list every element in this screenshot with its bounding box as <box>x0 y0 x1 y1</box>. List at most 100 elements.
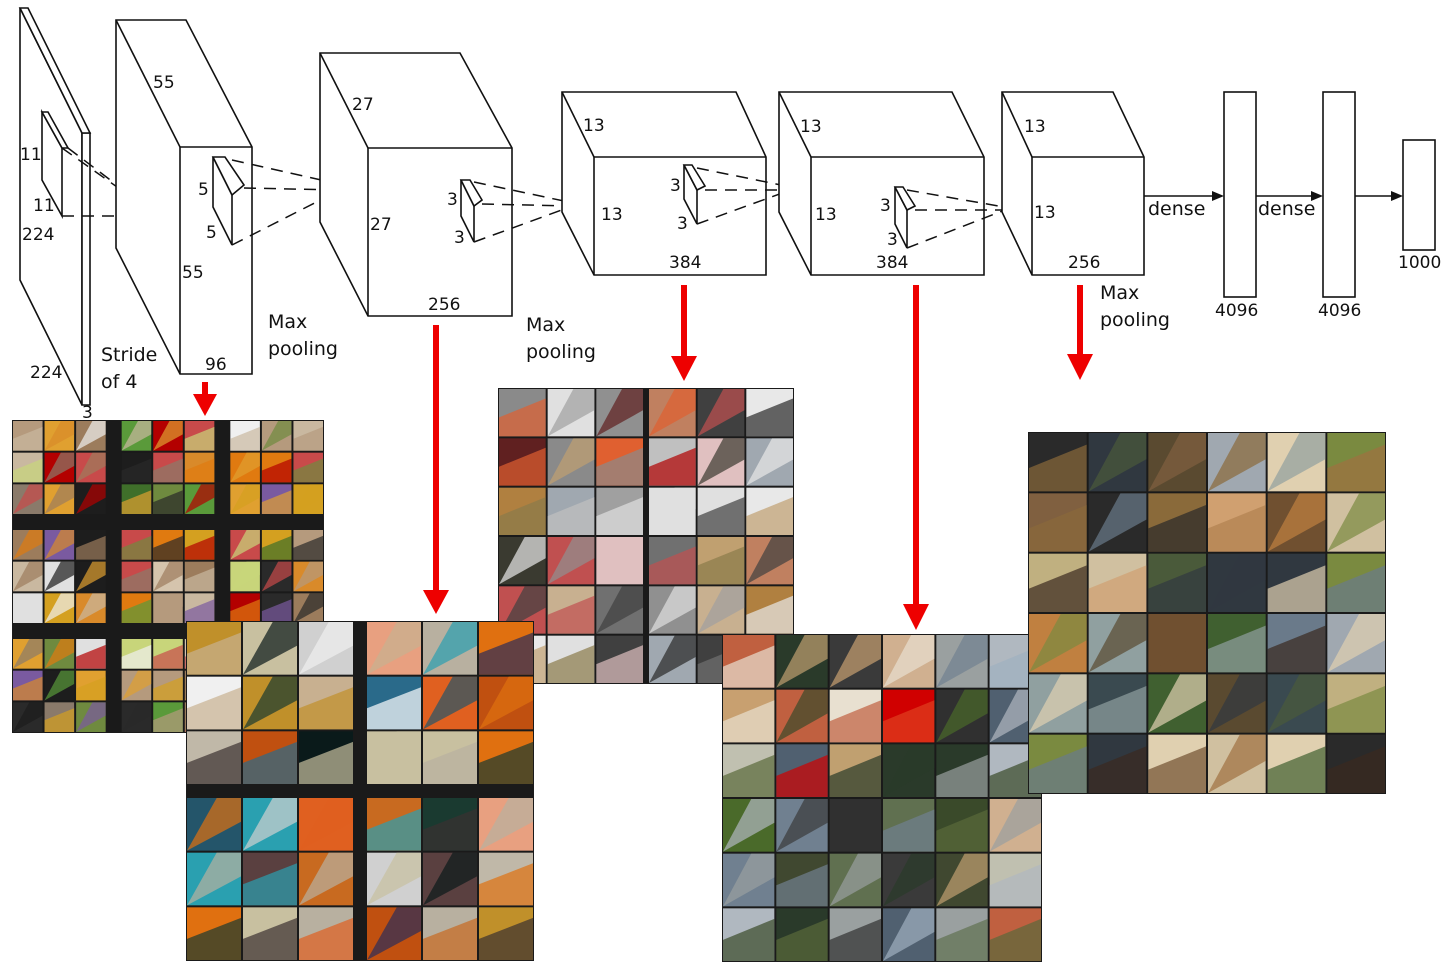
pool2-label-line1: Max <box>526 314 565 336</box>
dense2-label: dense <box>1258 198 1315 220</box>
patch-texture <box>76 535 106 560</box>
patch-texture <box>723 645 775 688</box>
patch-texture <box>1148 433 1206 492</box>
patch-texture <box>1029 505 1087 552</box>
patch-texture <box>547 389 595 437</box>
patch-texture <box>1029 614 1087 673</box>
patch-texture <box>153 490 183 514</box>
conv1-height-label: 55 <box>153 73 175 93</box>
conv3-width-label: 13 <box>601 205 623 225</box>
patch-texture <box>746 497 793 535</box>
red-arrow-conv2 <box>423 325 449 614</box>
patch-texture <box>776 799 828 852</box>
dense2-arrowhead <box>1311 191 1323 201</box>
patch-texture <box>76 676 106 701</box>
patch-texture <box>13 561 43 592</box>
patch-texture <box>293 535 323 560</box>
patch-texture <box>299 687 353 730</box>
patch-texture <box>547 537 595 585</box>
patch-texture <box>184 567 215 592</box>
patch-texture <box>76 702 106 732</box>
patch-texture <box>746 595 793 634</box>
patch-texture <box>649 635 696 683</box>
patch-texture <box>1208 625 1266 673</box>
output-layer <box>1402 139 1436 251</box>
patch-texture <box>44 561 75 592</box>
patch-texture <box>1208 734 1266 793</box>
patch-texture <box>829 799 881 852</box>
patch-texture <box>1208 433 1266 492</box>
red-arrow-conv1 <box>193 382 217 416</box>
input-kernel-height: 11 <box>20 145 42 165</box>
stride-label-line1: Stride <box>101 344 157 366</box>
patch-texture <box>243 917 297 960</box>
patch-texture <box>184 599 215 623</box>
layer3-patches <box>498 388 794 684</box>
patch-texture <box>829 853 881 907</box>
patch-texture <box>1029 674 1087 733</box>
patch-texture <box>44 530 75 560</box>
patch-texture <box>1327 493 1385 552</box>
patch-texture <box>829 918 881 961</box>
layer1-patches <box>12 420 324 733</box>
dense1-arrowhead <box>1212 191 1224 201</box>
patch-texture <box>367 622 421 675</box>
layer4-patches-background <box>722 634 1042 962</box>
patch-texture <box>293 561 323 592</box>
patch-texture <box>153 421 183 451</box>
patch-texture <box>697 438 745 486</box>
conv4-width-label: 13 <box>815 205 837 225</box>
patch-texture <box>596 497 643 535</box>
patch-texture <box>261 421 292 451</box>
patch-texture <box>293 593 323 623</box>
patch-texture <box>1088 746 1147 793</box>
patch-texture <box>697 546 745 585</box>
conv4-height-label: 13 <box>800 117 822 137</box>
red-arrow-conv5 <box>1067 285 1093 380</box>
patch-texture <box>936 754 988 797</box>
patch-texture <box>423 917 477 960</box>
patch-texture <box>121 599 152 623</box>
patch-texture <box>479 676 533 730</box>
patch-texture <box>1088 614 1147 673</box>
patch-texture <box>367 808 421 851</box>
patch-texture <box>883 908 935 961</box>
patch-texture <box>1148 674 1206 733</box>
patch-texture <box>76 561 106 592</box>
patch-texture <box>423 676 477 730</box>
patch-texture <box>723 853 775 907</box>
patch-texture <box>1208 505 1266 552</box>
conv2-volume <box>319 52 579 317</box>
patch-texture <box>829 700 881 743</box>
conv5-height-label: 13 <box>1024 117 1046 137</box>
conv3-kernel-width: 3 <box>677 214 688 234</box>
patch-texture <box>723 700 775 743</box>
patch-texture <box>121 490 152 514</box>
patch-texture <box>776 689 828 743</box>
patch-texture <box>1267 625 1326 673</box>
patch-texture <box>1208 674 1266 733</box>
patch-texture <box>883 809 935 852</box>
conv3-kernel-height: 3 <box>670 176 681 196</box>
patch-texture <box>299 741 353 784</box>
patch-texture <box>293 426 323 451</box>
patch-texture <box>13 530 43 560</box>
conv4-kernel-width: 3 <box>887 230 898 250</box>
patch-texture <box>1029 746 1087 793</box>
fc2-layer <box>1322 91 1356 298</box>
layer4-patches <box>722 634 1042 962</box>
conv1-kernel-width: 5 <box>206 223 217 243</box>
red-arrow-conv4 <box>903 285 929 630</box>
patch-texture <box>1327 614 1385 673</box>
patch-texture <box>261 490 292 514</box>
layer5-patches-background <box>1028 432 1386 794</box>
patch-texture <box>936 689 988 743</box>
input-kernel-width: 11 <box>33 196 55 216</box>
patch-texture <box>44 708 75 732</box>
patch-texture <box>121 670 152 701</box>
patch-texture <box>936 809 988 852</box>
patch-texture <box>153 708 183 732</box>
conv3-depth-label: 384 <box>669 253 701 273</box>
patch-texture <box>76 644 106 669</box>
